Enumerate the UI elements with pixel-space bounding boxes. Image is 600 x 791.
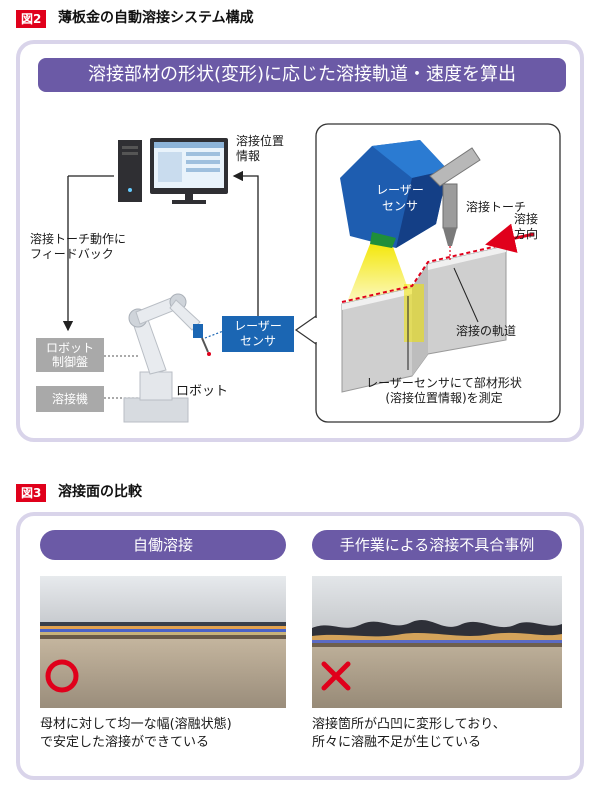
laser-sensor-box: レーザー センサ bbox=[222, 316, 294, 352]
computer-tower-icon bbox=[118, 140, 142, 202]
inset-sensor-label: レーザー センサ bbox=[370, 182, 430, 214]
robot-label: ロボット bbox=[176, 384, 229, 399]
inset-trajectory-label: 溶接の軌道 bbox=[456, 324, 517, 338]
auto-weld-caption-line2: で安定した溶接ができている bbox=[40, 735, 210, 750]
weld-position-info-line2: 情報 bbox=[236, 149, 261, 163]
figure-3-title: 溶接面の比較 bbox=[58, 484, 142, 500]
system-diagram bbox=[0, 123, 561, 423]
manual-weld-caption-line2: 所々に溶融不足が生じている bbox=[312, 735, 482, 750]
inset-direction-line1: 溶接 bbox=[514, 212, 539, 226]
calc-banner: 溶接部材の形状(変形)に応じた溶接軌道・速度を算出 bbox=[38, 58, 566, 92]
weld-position-info-line1: 溶接位置 bbox=[236, 134, 285, 148]
inset-direction-line2: 方向 bbox=[514, 227, 539, 241]
robot-controller-line2: 制御盤 bbox=[51, 355, 88, 369]
monitor-icon bbox=[150, 138, 228, 204]
laser-sensor-box-line2: センサ bbox=[239, 334, 276, 348]
good-circle-icon: ○ bbox=[42, 656, 82, 696]
inset-measure-label: レーザーセンサにて部材形状 (溶接位置情報)を測定 bbox=[336, 376, 552, 406]
auto-weld-photo bbox=[40, 576, 286, 708]
manual-weld-caption-line1: 溶接箇所が凸凹に変形しており、 bbox=[312, 717, 506, 732]
auto-weld-caption-line1: 母材に対して均一な幅(溶融状態) bbox=[40, 717, 232, 732]
figure-3-tag: 図3 bbox=[16, 484, 47, 502]
manual-weld-label: 手作業による溶接不具合事例 bbox=[312, 530, 562, 560]
manual-weld-caption: 溶接箇所が凸凹に変形しており、 所々に溶融不足が生じている bbox=[312, 716, 506, 752]
feedback-line2: フィードバック bbox=[30, 247, 114, 261]
feedback-line1: 溶接トーチ動作に bbox=[30, 232, 127, 246]
figure-2-title: 薄板金の自動溶接システム構成 bbox=[58, 10, 254, 26]
laser-sensor-box-line1: レーザー bbox=[234, 319, 282, 333]
feedback-label: 溶接トーチ動作に フィードバック bbox=[30, 232, 126, 262]
inset-measure-line1: レーザーセンサにて部材形状 bbox=[366, 376, 522, 390]
inset-direction-label: 溶接 方向 bbox=[514, 212, 538, 242]
robot-controller-line1: ロボット bbox=[45, 341, 94, 355]
weld-line bbox=[341, 243, 507, 303]
manual-weld-photo bbox=[312, 576, 562, 708]
inset-sensor-line2: センサ bbox=[381, 199, 418, 213]
bad-cross-icon: ✕ bbox=[316, 656, 356, 696]
inset-torch-label: 溶接トーチ bbox=[466, 200, 527, 214]
auto-weld-caption: 母材に対して均一な幅(溶融状態) で安定した溶接ができている bbox=[40, 716, 232, 752]
robot-controller-box: ロボット 制御盤 bbox=[36, 338, 104, 372]
welder-box: 溶接機 bbox=[36, 386, 104, 412]
inset-measure-line2: (溶接位置情報)を測定 bbox=[385, 391, 503, 405]
trajectory-leader bbox=[453, 267, 479, 323]
figure-2-tag: 図2 bbox=[16, 10, 47, 28]
weld-position-info-label: 溶接位置 情報 bbox=[236, 134, 284, 164]
welding-torch-icon bbox=[429, 147, 481, 262]
auto-weld-label: 自働溶接 bbox=[40, 530, 286, 560]
laser-sensor-icon bbox=[340, 140, 448, 248]
robot-arm-icon bbox=[123, 293, 211, 423]
inset-sensor-line1: レーザー bbox=[376, 183, 424, 197]
